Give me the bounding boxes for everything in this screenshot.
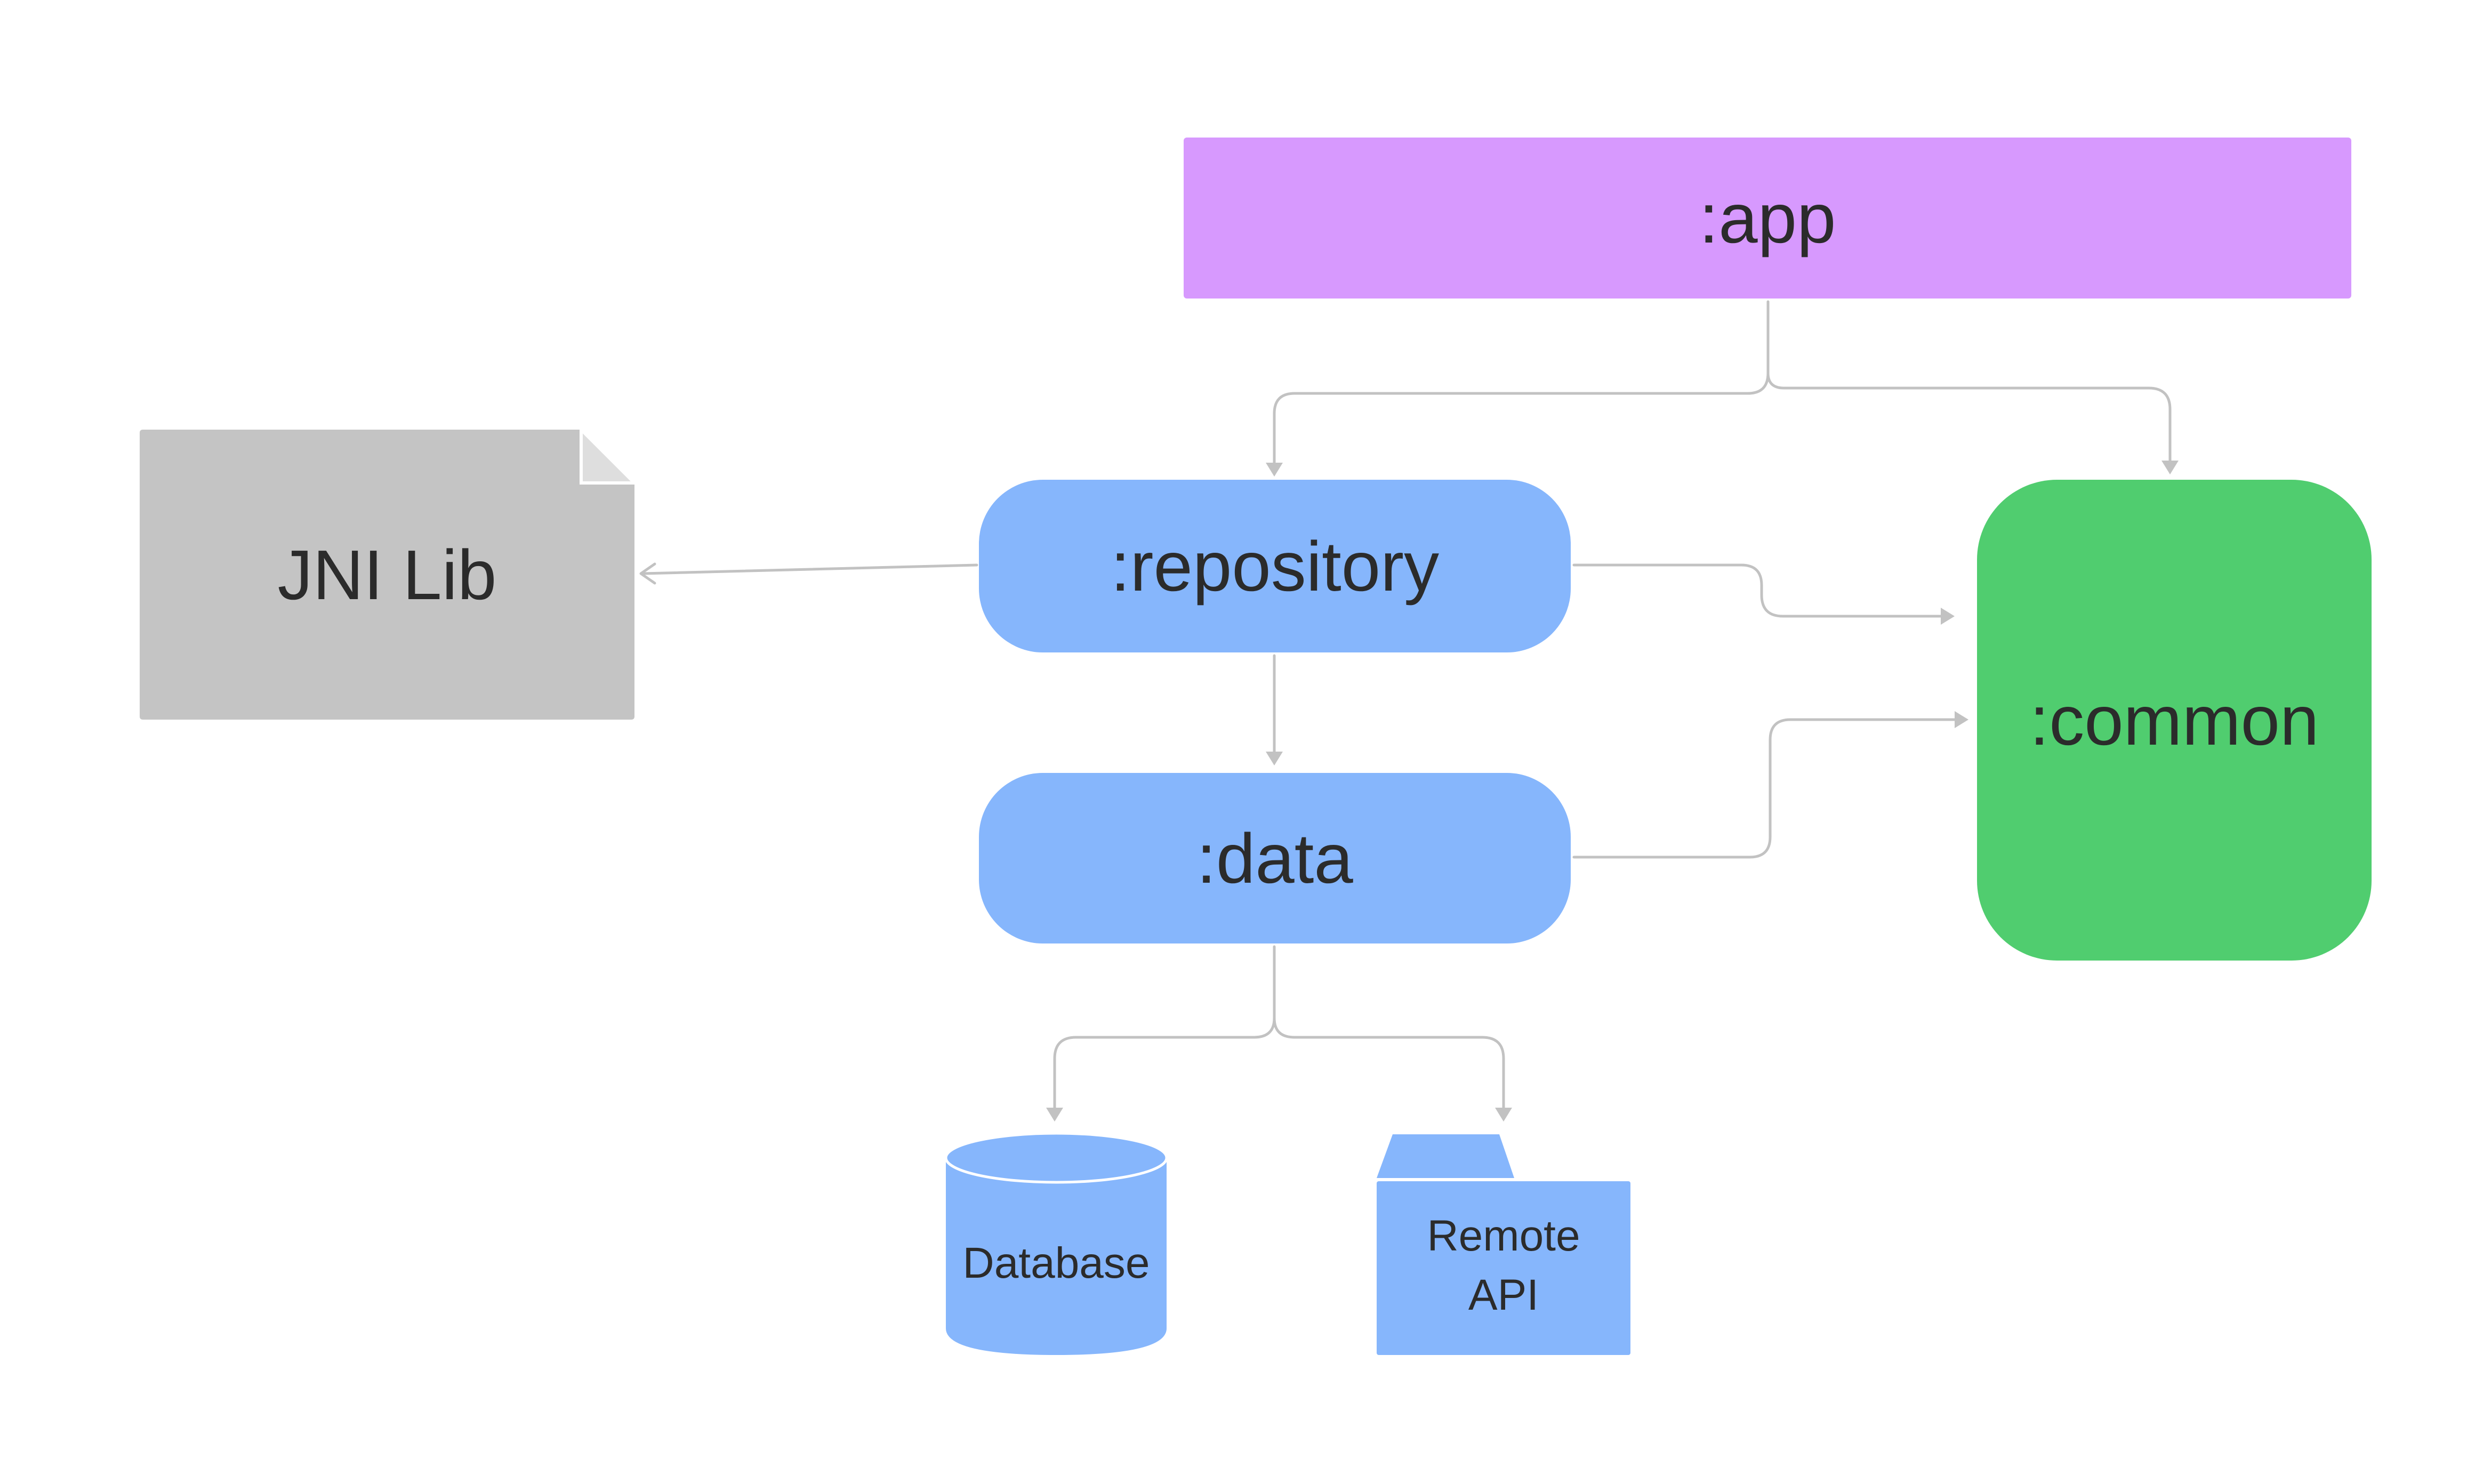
document-shape-icon [140, 430, 634, 720]
data-module-label: :data [1196, 819, 1353, 898]
arrowhead-repository [1266, 463, 1283, 477]
arrowhead-common-mid [1941, 608, 1955, 625]
arrowhead-jni [639, 562, 656, 585]
database-icon [945, 1132, 1168, 1355]
edge-app-common [1766, 372, 2172, 463]
jni-lib-label: JNI Lib [277, 535, 497, 614]
repository-module-label: :repository [1110, 527, 1440, 606]
edge-data-database [1053, 945, 1276, 1110]
common-module[interactable]: :common [1977, 480, 2372, 961]
data-module[interactable]: :data [979, 773, 1571, 943]
edge-repository-jni [641, 563, 978, 575]
arrowhead-common-low [1955, 711, 1968, 728]
arrowhead-remote [1495, 1108, 1512, 1122]
remote-api-node[interactable]: Remote API [1376, 1133, 1632, 1356]
arrowhead-database [1046, 1108, 1063, 1122]
jni-lib-node[interactable]: JNI Lib [140, 430, 634, 720]
database-node[interactable]: Database [945, 1132, 1168, 1356]
app-module[interactable]: :app [1184, 138, 2351, 299]
folder-icon [1377, 1134, 1630, 1355]
repository-module[interactable]: :repository [979, 480, 1571, 652]
app-module-label: :app [1699, 179, 1836, 257]
edge-data-common [1572, 718, 1956, 859]
arrowhead-data [1266, 752, 1283, 765]
common-module-label: :common [2029, 681, 2319, 760]
database-label: Database [962, 1239, 1150, 1287]
edge-app-repository [1273, 300, 1770, 465]
edge-repository-common [1572, 563, 1942, 618]
remote-api-label: Remote API [1427, 1212, 1580, 1319]
arrowhead-common-top [2161, 461, 2179, 474]
edge-data-remote [1273, 1017, 1505, 1110]
